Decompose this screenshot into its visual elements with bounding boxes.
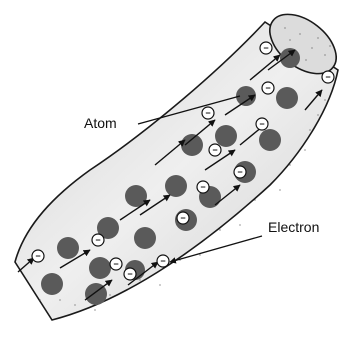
svg-text:−: − [200, 182, 205, 192]
atom [134, 227, 156, 249]
svg-text:−: − [180, 213, 185, 223]
electron-label: Electron [268, 219, 319, 235]
atom [89, 257, 111, 279]
electron: − [32, 250, 44, 262]
svg-text:−: − [265, 83, 270, 93]
atom-label: Atom [84, 115, 117, 131]
atom [41, 273, 63, 295]
svg-text:−: − [95, 235, 100, 245]
svg-text:−: − [263, 43, 268, 53]
electron: − [202, 107, 214, 119]
atom [280, 48, 300, 68]
electron: − [92, 234, 104, 246]
svg-text:−: − [113, 259, 118, 269]
atom [259, 129, 281, 151]
svg-text:−: − [205, 108, 210, 118]
svg-text:−: − [127, 269, 132, 279]
svg-text:−: − [237, 167, 242, 177]
svg-text:−: − [35, 251, 40, 261]
svg-text:−: − [259, 119, 264, 129]
atom [165, 175, 187, 197]
svg-text:−: − [212, 145, 217, 155]
svg-text:−: − [160, 256, 165, 266]
atom [215, 125, 237, 147]
electron: − [209, 144, 221, 156]
electron: − [322, 71, 334, 83]
electron: − [234, 166, 246, 178]
atom [181, 134, 203, 156]
atom [57, 237, 79, 259]
electron: − [177, 212, 189, 224]
svg-text:−: − [325, 72, 330, 82]
electron: − [157, 255, 169, 267]
electron: − [110, 258, 122, 270]
electron: − [256, 118, 268, 130]
electron: − [260, 42, 272, 54]
electron: − [262, 82, 274, 94]
atom [276, 87, 298, 109]
electron: − [124, 268, 136, 280]
electron: − [197, 181, 209, 193]
